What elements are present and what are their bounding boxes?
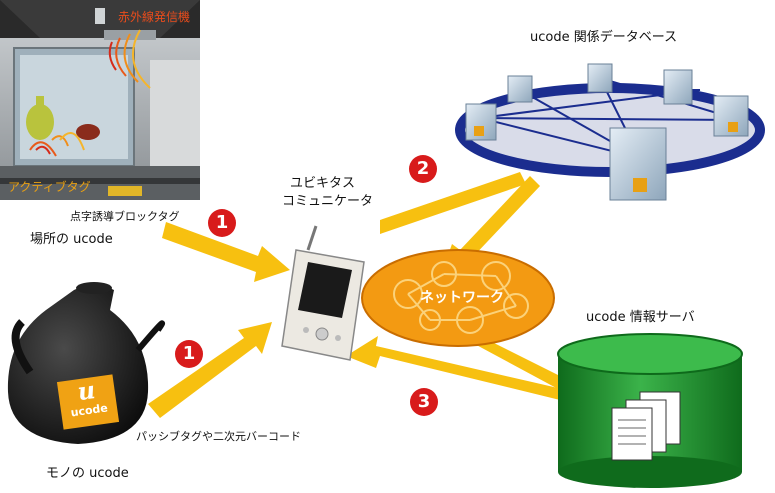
step-number: 1 [215, 212, 229, 233]
active-tag-label: アクティブタグ [8, 180, 91, 194]
ucode-logo: u ucode [56, 374, 120, 430]
room-photo [0, 0, 200, 200]
place-ucode-label: 場所の ucode [30, 232, 113, 247]
step-badge-2: 2 [409, 155, 437, 183]
arrow-db-to-communicator [380, 172, 526, 234]
info-server-cylinder [557, 333, 743, 488]
info-server-label: ucode 情報サーバ [586, 310, 695, 325]
communicator-label-line1: ユビキタス [290, 176, 356, 191]
arrow-thing-to-communicator [148, 322, 272, 418]
communicator-label-line2: コミュニケータ [282, 194, 374, 209]
passive-tag-label: パッシブタグや二次元バーコード [136, 430, 301, 443]
arrow-place-to-communicator [162, 222, 290, 282]
step-number: 2 [416, 158, 430, 179]
network-label: ネットワーク [420, 290, 504, 306]
db-box-2 [507, 75, 533, 103]
arrow-server-to-communicator [346, 336, 560, 400]
step-number: 3 [417, 391, 431, 412]
db-box-3 [587, 63, 613, 93]
communicator-device [281, 225, 365, 361]
step-badge-1b: 1 [175, 340, 203, 368]
ir-transmitter-label: 赤外線発信機 [118, 10, 191, 24]
step-badge-3: 3 [410, 388, 438, 416]
step-number: 1 [182, 343, 196, 364]
thing-ucode-label: モノの ucode [46, 466, 129, 481]
step-badge-1a: 1 [208, 209, 236, 237]
db-box-4 [663, 69, 693, 105]
braille-tag-label: 点字誘導ブロックタグ [70, 210, 180, 223]
network-cloud [361, 249, 555, 347]
relation-db-ring [455, 63, 765, 201]
document-icons [611, 391, 681, 461]
relation-db-label: ucode 関係データベース [530, 30, 678, 45]
